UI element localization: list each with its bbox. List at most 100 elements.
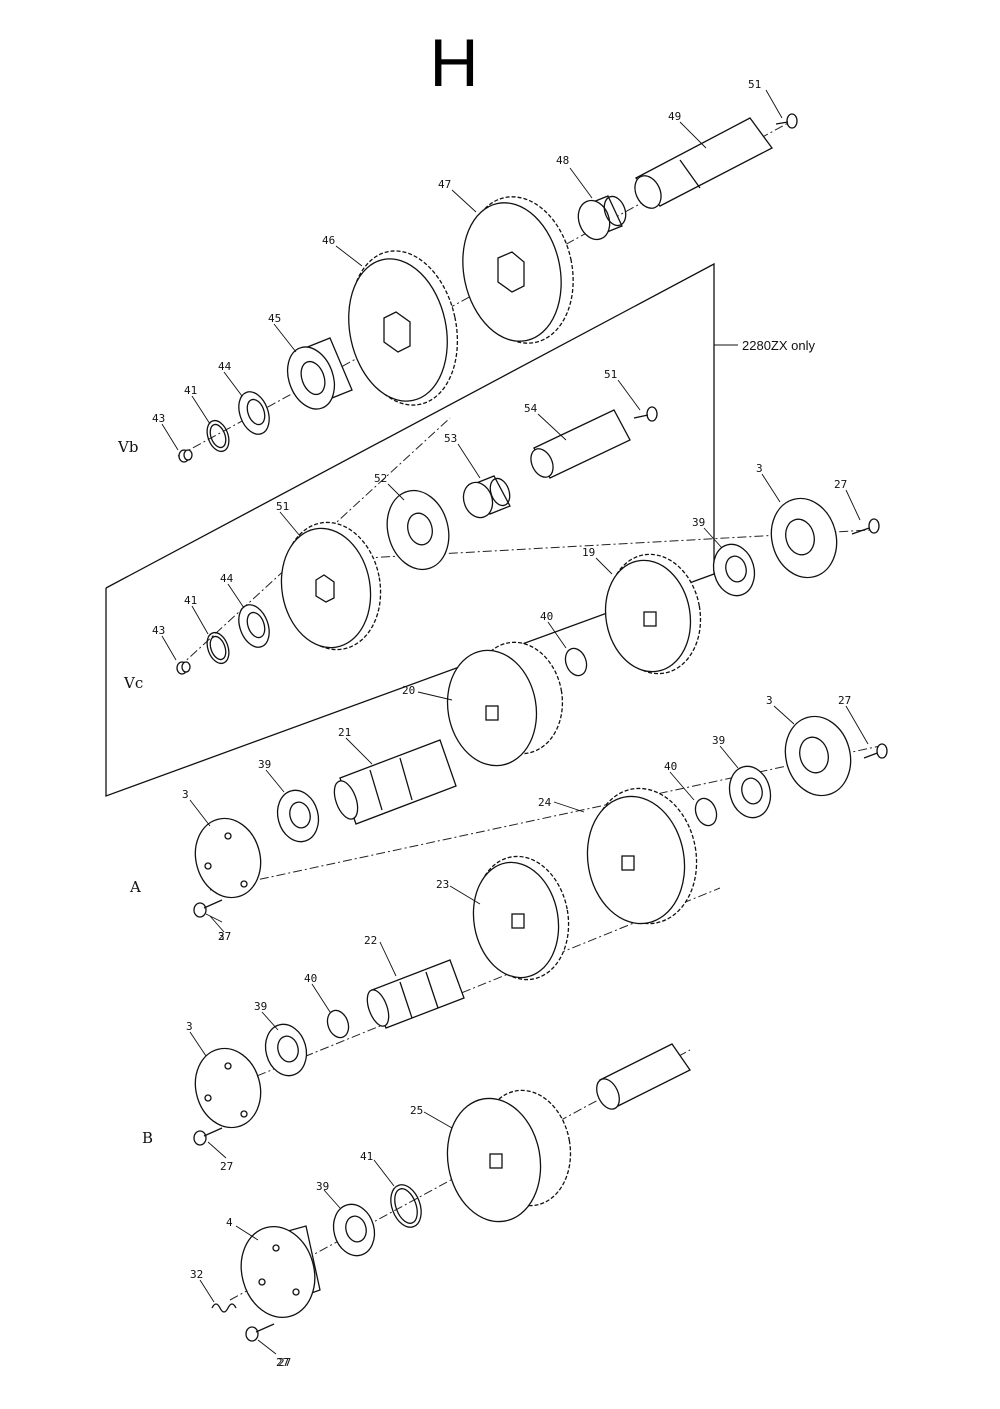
circlip-40-b-right bbox=[694, 797, 718, 827]
splined-shaft-22 bbox=[366, 959, 465, 1029]
callout-41-c: 41 bbox=[360, 1150, 373, 1163]
screw-51-vc bbox=[633, 406, 658, 422]
splined-shaft-21 bbox=[333, 739, 457, 825]
bushing-53 bbox=[462, 475, 511, 519]
callout-52: 52 bbox=[374, 472, 387, 485]
variant-note: 2280ZX only bbox=[742, 338, 815, 353]
bearing-39-upper bbox=[712, 543, 756, 597]
callout-4: 4 bbox=[226, 1216, 233, 1229]
callout-20: 20 bbox=[402, 684, 415, 697]
shaft-axis-vc-upper bbox=[177, 417, 451, 669]
screw-27-b-left bbox=[193, 1127, 223, 1146]
callout-27-c-extra: 27 bbox=[278, 1356, 291, 1369]
callout-51-vc-screw: 51 bbox=[604, 368, 617, 381]
bearing-39-c bbox=[332, 1203, 376, 1257]
callout-27-b-left: 27 bbox=[220, 1160, 233, 1173]
callout-48: 48 bbox=[556, 154, 569, 167]
screw-27-b-right bbox=[863, 743, 888, 759]
screw-51-vb bbox=[775, 113, 798, 129]
callout-39-a-left: 39 bbox=[258, 758, 271, 771]
callout-47: 47 bbox=[438, 178, 451, 191]
circlip-40-upper bbox=[564, 647, 588, 677]
pin-43-vc bbox=[176, 661, 191, 675]
diagram-title: H bbox=[429, 25, 478, 101]
spacer-52 bbox=[386, 489, 450, 571]
pin-43 bbox=[178, 449, 193, 463]
section-label-a: A bbox=[129, 878, 141, 896]
callout-27-c: 27 bbox=[276, 1356, 289, 1369]
shaft-49 bbox=[634, 117, 773, 209]
bearing-39-b-right bbox=[728, 765, 772, 819]
callout-44: 44 bbox=[218, 360, 232, 373]
bearing-39-a-left bbox=[276, 789, 320, 843]
callout-43-vc: 43 bbox=[152, 624, 165, 637]
callout-27-a-left: 27 bbox=[218, 930, 231, 943]
callout-46: 46 bbox=[322, 234, 335, 247]
callout-39-c: 39 bbox=[316, 1180, 329, 1193]
callout-43: 43 bbox=[152, 412, 165, 425]
callout-3-a-left: 3 bbox=[182, 788, 189, 801]
callout-23: 23 bbox=[436, 878, 449, 891]
callout-53: 53 bbox=[444, 432, 457, 445]
screw-27-a-left bbox=[193, 899, 223, 918]
cover-3-upper-right bbox=[770, 497, 838, 579]
gear-24 bbox=[586, 787, 698, 925]
callout-22: 22 bbox=[364, 934, 377, 947]
callout-27-b-right: 27 bbox=[838, 694, 851, 707]
gear-51-vc bbox=[280, 521, 382, 651]
cover-3-b-right bbox=[784, 715, 852, 797]
callout-3-b-right: 3 bbox=[766, 694, 773, 707]
callout-3-b-note: 3 bbox=[218, 930, 225, 943]
section-label-b: B bbox=[142, 1129, 153, 1147]
callout-54: 54 bbox=[524, 402, 538, 415]
bearing-39-b-left bbox=[264, 1023, 308, 1077]
callout-25: 25 bbox=[410, 1104, 423, 1117]
callout-45: 45 bbox=[268, 312, 281, 325]
callout-3-upper: 3 bbox=[756, 462, 763, 475]
section-label-vc: Vc bbox=[123, 674, 143, 692]
shaft-axis-a bbox=[209, 745, 881, 891]
circlip-41-vc bbox=[206, 631, 230, 665]
gear-25-double bbox=[446, 1089, 572, 1223]
bushing-48 bbox=[577, 195, 627, 241]
washer-44 bbox=[238, 391, 270, 435]
callout-24: 24 bbox=[538, 796, 552, 809]
callout-3-b-left: 3 bbox=[186, 1020, 193, 1033]
screw-27-upper bbox=[851, 518, 880, 535]
callout-51-vb: 51 bbox=[748, 78, 761, 91]
callout-39-b-right: 39 bbox=[712, 734, 725, 747]
callout-40-b-right: 40 bbox=[664, 760, 677, 773]
gear-19 bbox=[604, 553, 702, 675]
section-label-vb: Vb bbox=[117, 438, 138, 456]
callout-32: 32 bbox=[190, 1268, 203, 1281]
callout-27-upper: 27 bbox=[834, 478, 847, 491]
gear-47 bbox=[462, 196, 574, 344]
callout-40-upper: 40 bbox=[540, 610, 553, 623]
screw-27-c bbox=[245, 1323, 275, 1342]
cover-3-a-left bbox=[194, 817, 262, 899]
splined-shaft-end bbox=[596, 1043, 691, 1110]
callout-44-vc: 44 bbox=[220, 572, 234, 585]
cover-3-b-left bbox=[194, 1047, 262, 1129]
hub-45 bbox=[286, 337, 353, 410]
callout-41-vc: 41 bbox=[184, 594, 197, 607]
shaft-54 bbox=[530, 409, 631, 479]
callout-39-b-left: 39 bbox=[254, 1000, 267, 1013]
circlip-40-b-left bbox=[326, 1009, 350, 1039]
callout-51-vc-gear: 51 bbox=[276, 500, 289, 513]
callout-39-upper: 39 bbox=[692, 516, 705, 529]
gear-46 bbox=[348, 250, 459, 406]
circlip-41-c bbox=[390, 1184, 422, 1228]
callout-40-b-left: 40 bbox=[304, 972, 317, 985]
flange-cover-4 bbox=[240, 1225, 321, 1319]
callout-41: 41 bbox=[184, 384, 197, 397]
circlip-41 bbox=[206, 419, 230, 453]
gear-20-double bbox=[446, 641, 564, 767]
callout-21: 21 bbox=[338, 726, 351, 739]
gear-23 bbox=[472, 855, 570, 981]
spring-32 bbox=[211, 1303, 237, 1313]
washer-44-vc bbox=[238, 604, 270, 648]
callout-49: 49 bbox=[668, 110, 681, 123]
